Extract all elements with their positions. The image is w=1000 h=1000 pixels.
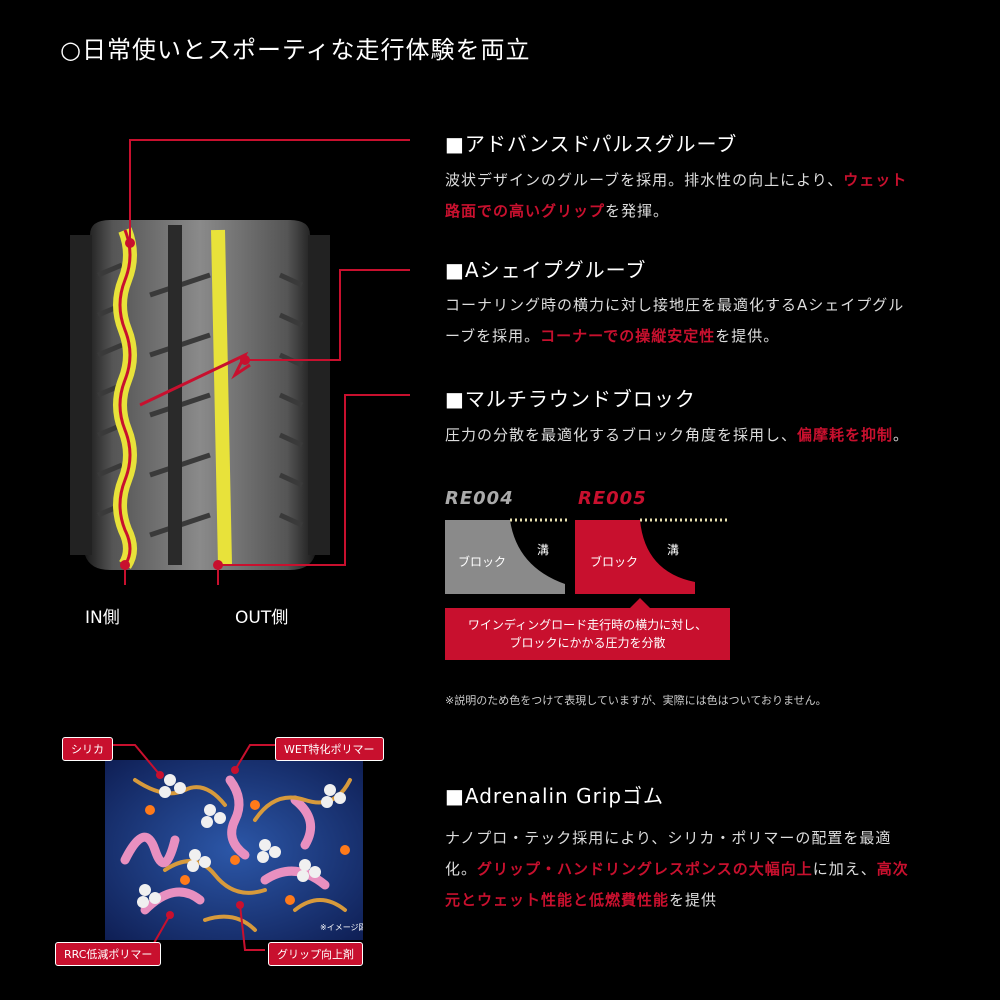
silica-particles [137, 774, 346, 908]
adrenalin-description: ナノプロ・テック採用により、シリカ・ポリマーの配置を最適 化。グリップ・ハンドリ… [445, 829, 909, 909]
rrc-polymer-tag: RRC低減ポリマー [55, 942, 162, 966]
tyre-body [85, 220, 315, 570]
re004-label: RE004 [445, 488, 514, 509]
tyre-tread-illustration [70, 139, 410, 585]
adrenalin-title: ■Adrenalin Gripゴム [445, 784, 665, 808]
center-groove [168, 225, 182, 565]
out-side-label: OUT側 [235, 608, 289, 628]
in-side-label: IN側 [85, 608, 120, 628]
callout-text: ワインディングロード走行時の横力に対し、 ブロックにかかる圧力を分散 [467, 618, 708, 650]
feature-description: 波状デザインのグルーブを採用。排水性の向上により、ウェット 路面での高いグリップ… [445, 171, 908, 220]
pulse-groove-red-left [118, 229, 132, 566]
color-disclaimer-note: ※説明のため色をつけて表現していますが、実際には色はついておりません。 [445, 694, 827, 707]
wet-polymer-strands [120, 775, 330, 915]
compound-leader-lines [105, 744, 275, 951]
re005-groove-label: 溝 [667, 543, 680, 557]
groove-yellow-right [211, 229, 232, 566]
marker-dot [213, 560, 223, 570]
feature-description: コーナリング時の横力に対し接地圧を最適化するAシェイプグル ーブを採用。コーナー… [445, 296, 905, 345]
feature-title: ■Aシェイプグルーブ [445, 258, 647, 282]
page-title: ○日常使いとスポーティな走行体験を両立 [60, 36, 531, 64]
tyre-sidewall-right [308, 235, 330, 555]
feature-title: ■マルチラウンドブロック [445, 387, 696, 411]
marker-dot [240, 355, 250, 365]
silica-tag: シリカ [62, 737, 113, 761]
grip-agent-particles [145, 800, 350, 905]
wet-polymer-tag: WET特化ポリマー [275, 737, 384, 761]
re005-label: RE005 [578, 488, 647, 509]
block-comparison-graphic [445, 518, 727, 594]
re004-groove-label: 溝 [537, 543, 550, 557]
compound-illustration: ※イメージ図 [105, 760, 363, 940]
feature-title: ■アドバンスドパルスグルーブ [445, 132, 738, 156]
callout-box [445, 598, 730, 660]
grip-agent-tag: グリップ向上剤 [268, 942, 363, 966]
tyre-sidewall-left [70, 235, 92, 555]
marker-dot [125, 238, 135, 248]
feature-description: 圧力の分散を最適化するブロック角度を採用し、偏摩耗を抑制。 [445, 426, 910, 444]
rrc-polymer-strands [133, 778, 352, 932]
image-note: ※イメージ図 [320, 923, 363, 932]
re005-block-label: ブロック [590, 555, 639, 569]
re004-block-label: ブロック [458, 555, 507, 569]
marker-dot [120, 560, 130, 570]
leader-lines [124, 139, 410, 585]
re004-block-shape [445, 520, 565, 594]
re005-block-shape [575, 520, 695, 594]
a-shape-red-line [139, 351, 251, 407]
